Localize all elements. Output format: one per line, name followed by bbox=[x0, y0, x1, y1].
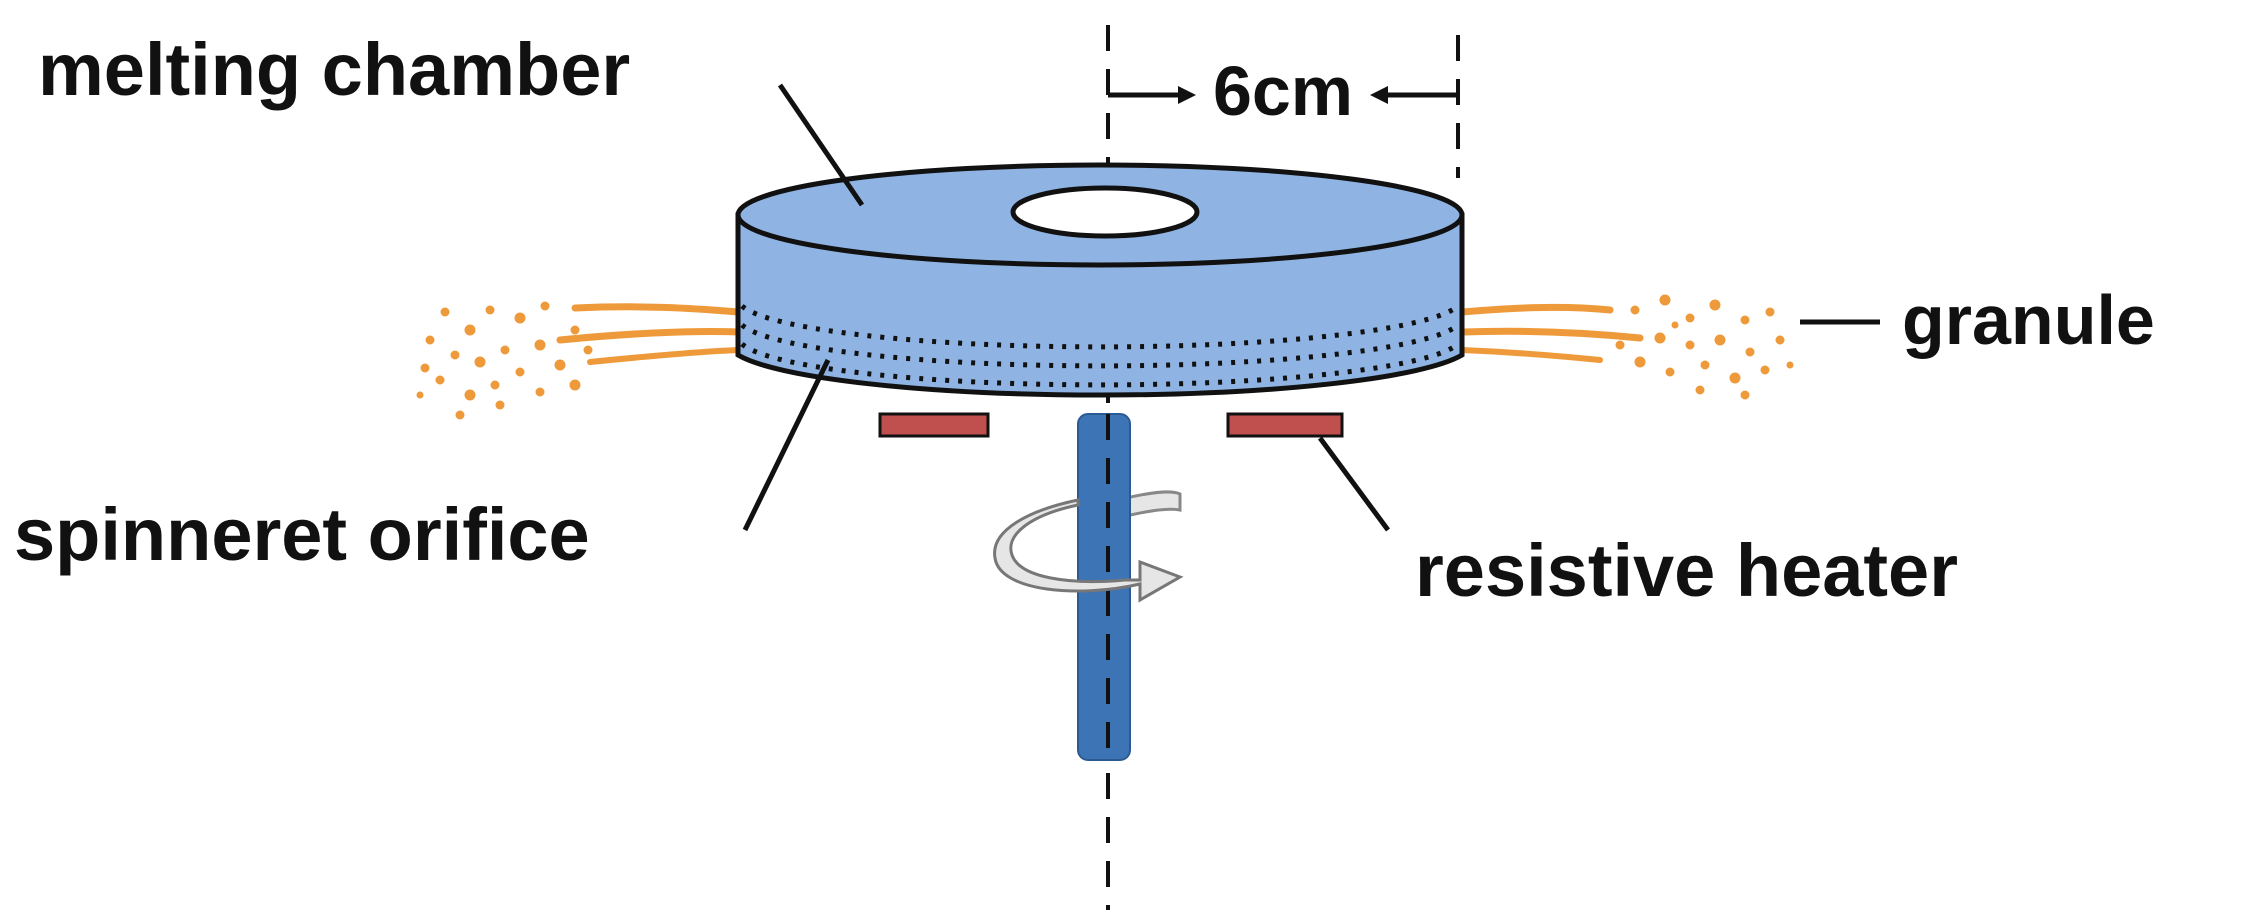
spinneret-orifices bbox=[740, 304, 1460, 388]
granule-spray-right bbox=[1458, 294, 1794, 400]
resistive-heater-label: resistive heater bbox=[1415, 529, 1958, 612]
chamber-inlet-hole bbox=[1010, 185, 1200, 239]
melting-chamber-leader bbox=[777, 83, 865, 207]
granule-spray-left bbox=[416, 301, 742, 420]
rotation-arrow-icon bbox=[993, 498, 1184, 603]
spinneret-orifice-label: spinneret orifice bbox=[14, 493, 590, 576]
radius-label: 6cm bbox=[1213, 52, 1353, 130]
melting-chamber bbox=[735, 162, 1465, 398]
resistive-heater-leader bbox=[1317, 436, 1391, 532]
melting-chamber-label: melting chamber bbox=[38, 28, 630, 111]
resistive-heater-left bbox=[878, 412, 990, 438]
rotation-arrow-back bbox=[1116, 490, 1182, 520]
spinneret-orifice-leader bbox=[742, 358, 831, 532]
resistive-heater-right bbox=[1226, 412, 1344, 438]
radius-dimension bbox=[1108, 86, 1458, 104]
granule-label: granule bbox=[1902, 281, 2155, 359]
